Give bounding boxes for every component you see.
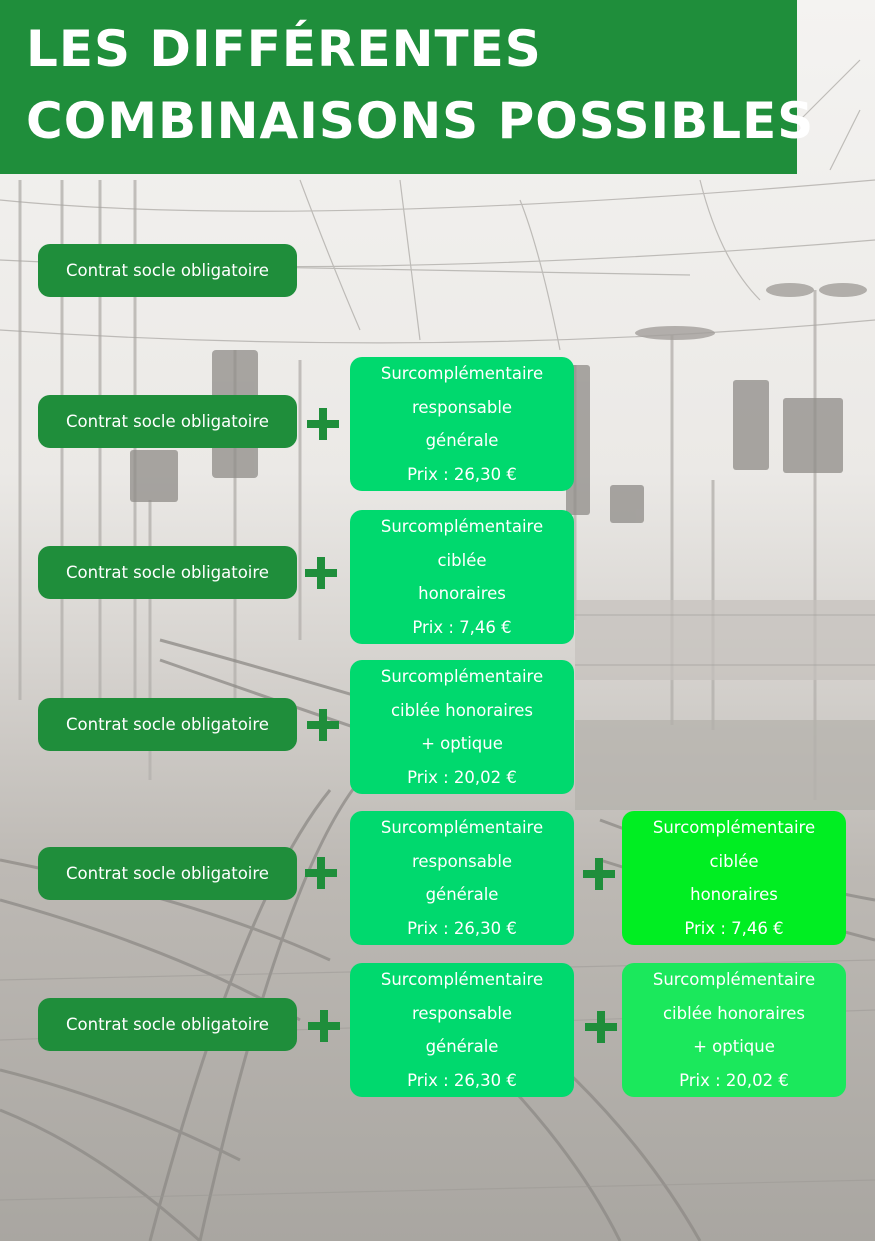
option-label-line: générale: [425, 885, 499, 904]
option-price: Prix : 20,02 €: [407, 767, 517, 787]
plus-icon: [307, 709, 339, 741]
option-label-line: ciblée honoraires: [390, 700, 533, 720]
option-box-responsable-generale: Surcomplémentaire responsable générale P…: [350, 811, 574, 945]
option-label-line: Surcomplémentaire: [380, 667, 544, 686]
plus-icon: [308, 1010, 340, 1042]
option-price: Prix : 26,30 €: [407, 464, 517, 484]
option-label-line: honoraires: [418, 584, 506, 603]
option-price: Prix : 26,30 €: [407, 918, 517, 938]
option-box-ciblee-honoraires-optique: Surcomplémentaire ciblée honoraires + op…: [350, 660, 574, 794]
page-title-line-2: COMBINAISONS POSSIBLES: [26, 92, 815, 150]
option-label-line: ciblée honoraires: [662, 1003, 805, 1023]
option-label-line: ciblée: [709, 851, 759, 871]
option-label-line: Surcomplémentaire: [380, 970, 544, 989]
option-label-line: Surcomplémentaire: [380, 818, 544, 837]
option-label-line: générale: [425, 1037, 499, 1056]
option-box-ciblee-honoraires: Surcomplémentaire ciblée honoraires Prix…: [622, 811, 846, 945]
option-label-line: responsable: [411, 397, 513, 417]
option-price: Prix : 26,30 €: [407, 1070, 517, 1090]
plus-icon: [307, 408, 339, 440]
option-price: Prix : 7,46 €: [684, 918, 784, 938]
option-box-responsable-generale: Surcomplémentaire responsable générale P…: [350, 357, 574, 491]
option-label-line: Surcomplémentaire: [652, 818, 816, 837]
socle-box-row-2: Contrat socle obligatoire: [38, 395, 297, 448]
socle-box-row-3: Contrat socle obligatoire: [38, 546, 297, 599]
option-price: Prix : 20,02 €: [679, 1070, 789, 1090]
option-box-responsable-generale: Surcomplémentaire responsable générale P…: [350, 963, 574, 1097]
socle-box-row-5: Contrat socle obligatoire: [38, 847, 297, 900]
option-label-line: Surcomplémentaire: [380, 517, 544, 536]
plus-icon: [585, 1011, 617, 1043]
option-label-line: responsable: [411, 1003, 513, 1023]
option-label-line: ciblée: [437, 550, 487, 570]
title-banner: LES DIFFÉRENTES COMBINAISONS POSSIBLES: [0, 0, 813, 174]
option-label-line: Surcomplémentaire: [380, 364, 544, 383]
option-label-line: + optique: [421, 734, 503, 753]
plus-icon: [305, 557, 337, 589]
option-price: Prix : 7,46 €: [412, 617, 512, 637]
page-title-line-1: LES DIFFÉRENTES: [26, 20, 542, 78]
option-box-ciblee-honoraires-optique: Surcomplémentaire ciblée honoraires + op…: [622, 963, 846, 1097]
option-label-line: responsable: [411, 851, 513, 871]
option-label-line: honoraires: [690, 885, 778, 904]
socle-box-row-6: Contrat socle obligatoire: [38, 998, 297, 1051]
socle-box-row-1: Contrat socle obligatoire: [38, 244, 297, 297]
plus-icon: [305, 857, 337, 889]
option-label-line: + optique: [693, 1037, 775, 1056]
option-box-ciblee-honoraires: Surcomplémentaire ciblée honoraires Prix…: [350, 510, 574, 644]
socle-box-row-4: Contrat socle obligatoire: [38, 698, 297, 751]
option-label-line: générale: [425, 431, 499, 450]
plus-icon: [583, 858, 615, 890]
option-label-line: Surcomplémentaire: [652, 970, 816, 989]
